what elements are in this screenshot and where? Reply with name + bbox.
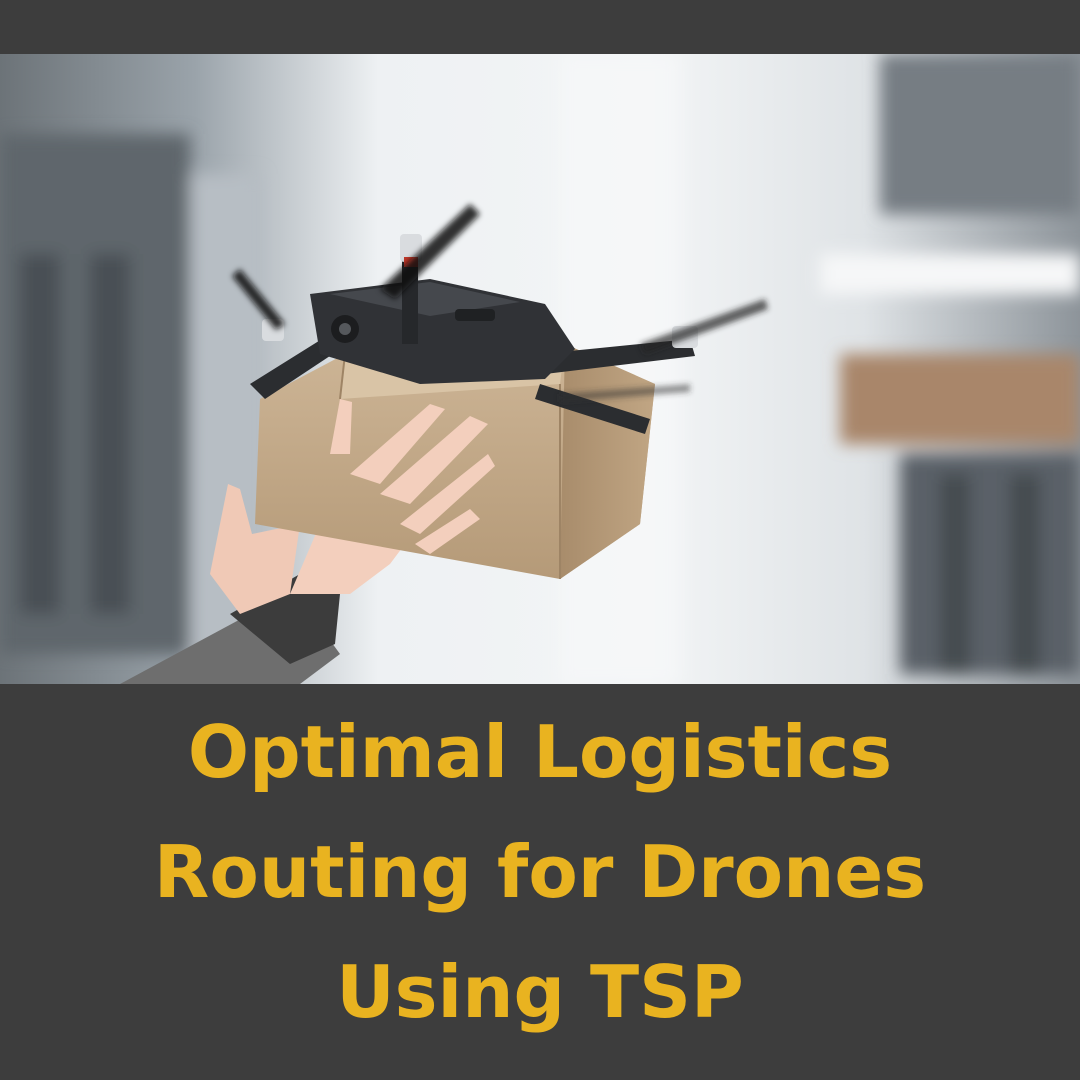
photo-illustration (0, 54, 1080, 684)
title-line-1: Optimal Logistics (187, 710, 893, 794)
title-line-2: Routing for Drones (153, 830, 927, 914)
drone (232, 204, 768, 434)
top-band (0, 0, 1080, 54)
drone-delivery-photo (0, 54, 1080, 684)
fingers (330, 399, 495, 554)
title-block: Optimal Logistics Routing for Drones Usi… (0, 684, 1080, 1080)
title-line-3: Using TSP (336, 950, 744, 1034)
